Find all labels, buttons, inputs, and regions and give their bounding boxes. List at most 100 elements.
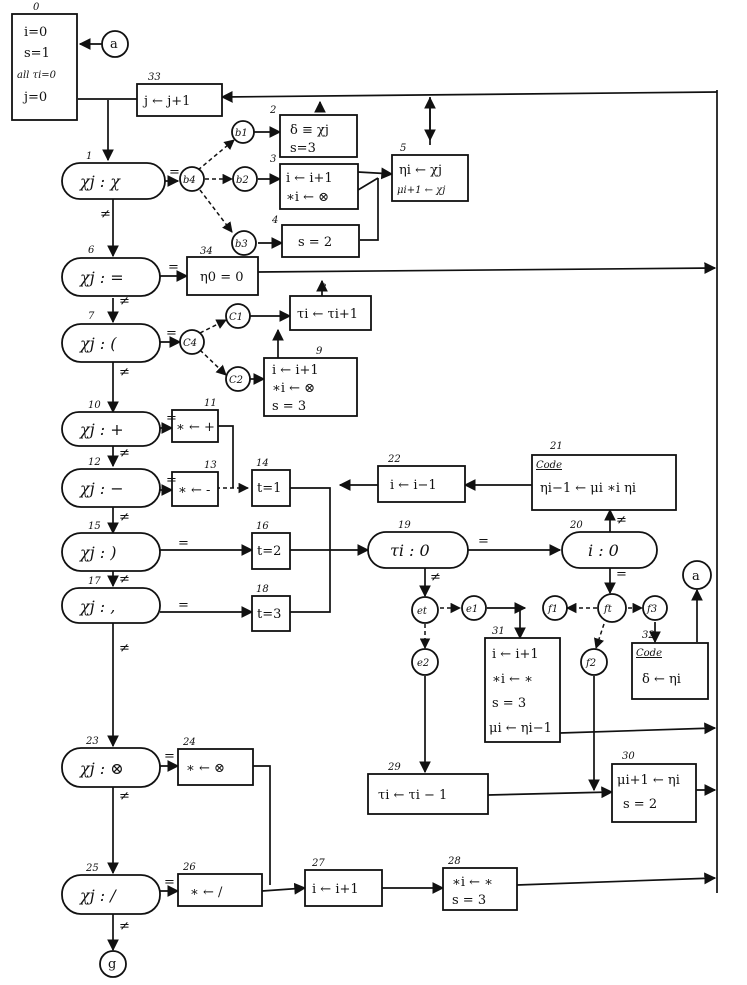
box-32: 32 Code δ ← ηi [631,630,709,700]
box-11-text: ∗ ← + [176,420,215,435]
svg-text:=: = [166,473,177,488]
box-21-code-label: Code [536,460,562,471]
box-29-number: 29 [387,762,401,773]
box-26-text: ∗ ← / [190,885,223,900]
branch-labels: = = = = = = = = = = = ≠ ≠ ≠ ≠ ≠ ≠ ≠ ≠ ≠ … [100,165,627,934]
box-33-number: 33 [148,72,161,83]
decision-17: 17 χj : , [61,576,161,624]
decision-25-text: χj : / [79,886,117,905]
svg-text:ft: ft [603,604,613,615]
box-32-text: δ ← ηi [642,672,681,687]
box-33-text: j ← j+1 [142,94,190,109]
box-32-number: 32 [642,630,655,641]
svg-text:≠: ≠ [119,572,130,587]
box-27-number: 27 [311,858,325,869]
box-9-line-2: ∗i ← ⊗ [272,381,315,396]
decision-6: 6 χj : = [61,245,161,297]
box-0-line-3: all τi=0 [17,70,57,81]
connector-et: et [411,596,439,624]
connector-f3: f3 [642,595,668,621]
svg-text:f2: f2 [585,658,596,669]
decision-23-text: χj : ⊗ [79,759,124,778]
connector-c4: C4 [179,329,205,355]
decision-20-text: i : 0 [588,541,619,560]
decision-20: 20 i : 0 [561,520,658,569]
box-18-number: 18 [256,584,269,595]
box-26: 26 ∗ ← / [177,862,263,907]
box-13: 13 ∗ ← - [171,460,219,507]
connector-f1: f1 [542,595,568,621]
connector-b1: b1 [231,120,255,144]
decision-17-number: 17 [88,576,101,587]
box-22: 22 i ← i−1 [377,454,466,503]
box-5-number: 5 [400,143,406,154]
decision-7-number: 7 [88,311,95,322]
svg-text:=: = [169,165,180,180]
box-31-line-3: s = 3 [492,696,526,711]
box-27: 27 i ← i+1 [304,858,383,907]
box-30: 30 μi+1 ← ηi s = 2 [611,751,697,823]
decision-19: 19 τi : 0 [367,520,469,569]
decision-15-text: χj : ) [79,543,116,562]
svg-text:≠: ≠ [119,446,130,461]
connector-c2: C2 [225,366,251,392]
svg-text:=: = [168,260,179,275]
box-16-number: 16 [256,521,269,532]
box-28-line-1: ∗i ← ∗ [452,875,493,890]
svg-text:b3: b3 [235,239,248,250]
svg-text:e2: e2 [417,658,429,669]
box-11-number: 11 [204,398,217,409]
box-14-text: t=1 [257,481,281,496]
box-21-text: ηi−1 ← μi ∗i ηi [540,481,636,496]
box-24: 24 ∗ ← ⊗ [177,737,254,786]
svg-text:≠: ≠ [119,365,130,380]
svg-text:=: = [616,567,627,582]
connector-c1: C1 [225,303,251,329]
decision-1-text: χj : χ [79,172,121,191]
decision-15: 15 χj : ) [61,521,161,572]
decision-19-text: τi : 0 [390,541,430,560]
box-11: 11 ∗ ← + [171,398,219,443]
box-3: 3 i ← i+1 ∗i ← ⊗ [270,154,359,210]
connector-f2: f2 [580,648,608,676]
connector-b4: b4 [179,166,205,192]
box-16-text: t=2 [257,544,281,559]
box-32-code-label: Code [636,648,662,659]
box-4-number: 4 [271,215,278,226]
box-30-line-1: μi+1 ← ηi [617,773,680,788]
box-33: 33 j ← j+1 [136,72,223,117]
box-34: 34 η0 = 0 [186,246,259,296]
decision-1-number: 1 [86,151,92,162]
svg-text:a: a [692,569,700,584]
svg-text:≠: ≠ [119,789,130,804]
svg-text:≠: ≠ [119,510,130,525]
box-28-number: 28 [447,856,461,867]
decision-12: 12 χj : − [61,457,161,508]
connector-a-right: a [682,560,712,590]
box-0-line-4: j=0 [22,90,47,105]
box-5-line-2: μi+1 ← χj [397,185,445,196]
box-2-line-1: δ ≡ χj [290,123,329,138]
svg-text:≠: ≠ [119,919,130,934]
box-9-line-3: s = 3 [272,399,306,414]
box-28-line-2: s = 3 [452,893,486,908]
connector-b3: b3 [231,230,257,256]
connector-a-top: a [101,30,129,58]
box-29: 29 τi ← τi − 1 [367,762,489,815]
box-3-number: 3 [270,154,276,165]
connector-e2: e2 [411,648,439,676]
svg-text:e1: e1 [466,604,478,615]
box-2-line-2: s=3 [290,141,316,156]
decision-12-text: χj : − [79,479,124,498]
box-3-line-2: ∗i ← ⊗ [286,190,329,205]
box-13-text: ∗ ← - [178,483,210,498]
decision-25-number: 25 [85,863,99,874]
svg-text:=: = [178,598,189,613]
box-16: 16 t=2 [251,521,291,570]
decision-6-number: 6 [88,245,95,256]
svg-text:f3: f3 [646,604,657,615]
box-0: 0 i=0 s=1 all τi=0 j=0 [11,2,78,121]
connector-b2: b2 [232,166,258,192]
box-26-number: 26 [182,862,196,873]
